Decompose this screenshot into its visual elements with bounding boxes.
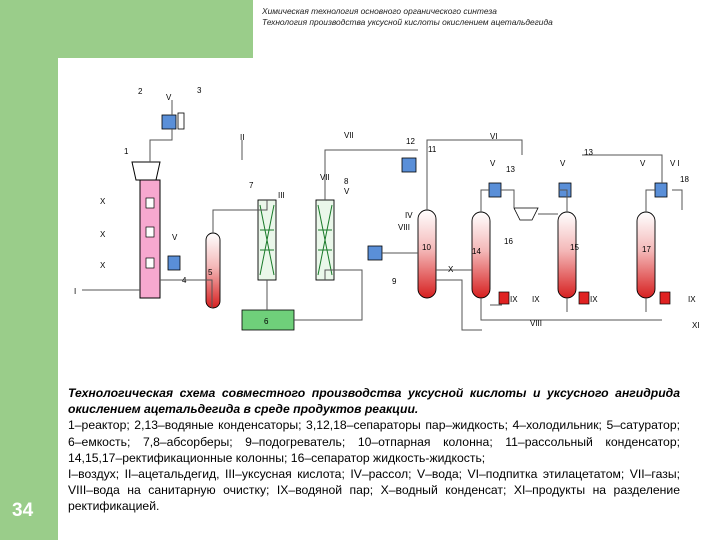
svg-text:X: X — [448, 265, 454, 274]
svg-text:15: 15 — [570, 243, 579, 252]
svg-text:3: 3 — [197, 86, 202, 95]
absorber-8 — [315, 199, 335, 281]
svg-text:I: I — [74, 287, 76, 296]
svg-text:X: X — [100, 197, 106, 206]
svg-text:II: II — [240, 133, 244, 142]
svg-text:XI: XI — [692, 321, 700, 330]
svg-text:10: 10 — [422, 243, 431, 252]
figure-caption: Технологическая схема совместного произв… — [68, 385, 680, 515]
condenser-11 — [401, 157, 417, 173]
svg-text:1: 1 — [124, 147, 129, 156]
reactor-1 — [131, 161, 161, 299]
svg-text:V: V — [172, 233, 178, 242]
svg-text:VII: VII — [344, 131, 354, 140]
svg-text:14: 14 — [472, 247, 481, 256]
svg-text:V: V — [490, 159, 496, 168]
svg-text:VIII: VIII — [398, 223, 410, 232]
svg-text:X: X — [100, 230, 106, 239]
diagram-labels: 2 3 V 1 II 7 III VII 8 V VII 12 11 IV VI… — [74, 86, 700, 330]
svg-text:IX: IX — [532, 295, 540, 304]
svg-text:13: 13 — [584, 148, 593, 157]
svg-text:V: V — [640, 159, 646, 168]
svg-text:VII: VII — [320, 173, 330, 182]
svg-text:IV: IV — [405, 211, 413, 220]
svg-text:2: 2 — [138, 87, 143, 96]
svg-text:V: V — [166, 93, 172, 102]
svg-text:VIII: VIII — [530, 319, 542, 328]
svg-text:16: 16 — [504, 237, 513, 246]
heater-9 — [367, 245, 383, 261]
svg-text:X: X — [100, 261, 106, 270]
svg-text:8: 8 — [344, 177, 349, 186]
svg-text:4: 4 — [182, 276, 187, 285]
process-piping — [82, 100, 683, 331]
svg-text:IX: IX — [510, 295, 518, 304]
slide-number: 34 — [12, 500, 34, 521]
top-accent-tab — [58, 0, 253, 58]
caption-title: Технологическая схема совместного произв… — [68, 386, 680, 417]
svg-text:6: 6 — [264, 317, 269, 326]
separator-16 — [513, 207, 539, 221]
column-17 — [636, 211, 656, 299]
svg-text:V: V — [344, 187, 350, 196]
svg-text:13: 13 — [506, 165, 515, 174]
caption-equipment-legend: 1–реактор; 2,13–водяные конденсаторы; 3,… — [68, 418, 680, 465]
caption-streams-legend: I–воздух; II–ацетальдегид, III–уксусная … — [68, 467, 680, 514]
svg-text:5: 5 — [208, 268, 213, 277]
svg-text:12: 12 — [406, 137, 415, 146]
condenser-13a — [488, 182, 502, 198]
svg-text:IX: IX — [688, 295, 696, 304]
header-line-1: Химическая технология основного органиче… — [262, 6, 497, 16]
stripping-column-10 — [417, 209, 437, 299]
process-flow-diagram: 2 3 V 1 II 7 III VII 8 V VII 12 11 IV VI… — [74, 86, 700, 331]
svg-text:V I: V I — [670, 159, 680, 168]
condenser-2 — [161, 112, 185, 130]
condenser-13c — [654, 182, 668, 198]
cooler-4 — [167, 255, 181, 271]
svg-text:11: 11 — [428, 145, 437, 154]
header-line-2: Технология производства уксусной кислоты… — [262, 17, 553, 27]
svg-text:7: 7 — [249, 181, 254, 190]
svg-text:VI: VI — [490, 132, 498, 141]
svg-text:III: III — [278, 191, 285, 200]
svg-text:IX: IX — [590, 295, 598, 304]
left-accent-bar — [0, 0, 58, 540]
reboilers — [498, 291, 671, 305]
svg-text:9: 9 — [392, 277, 397, 286]
svg-text:18: 18 — [680, 175, 689, 184]
svg-text:17: 17 — [642, 245, 651, 254]
svg-text:V: V — [560, 159, 566, 168]
column-15 — [557, 211, 577, 299]
absorber-7 — [257, 199, 277, 281]
